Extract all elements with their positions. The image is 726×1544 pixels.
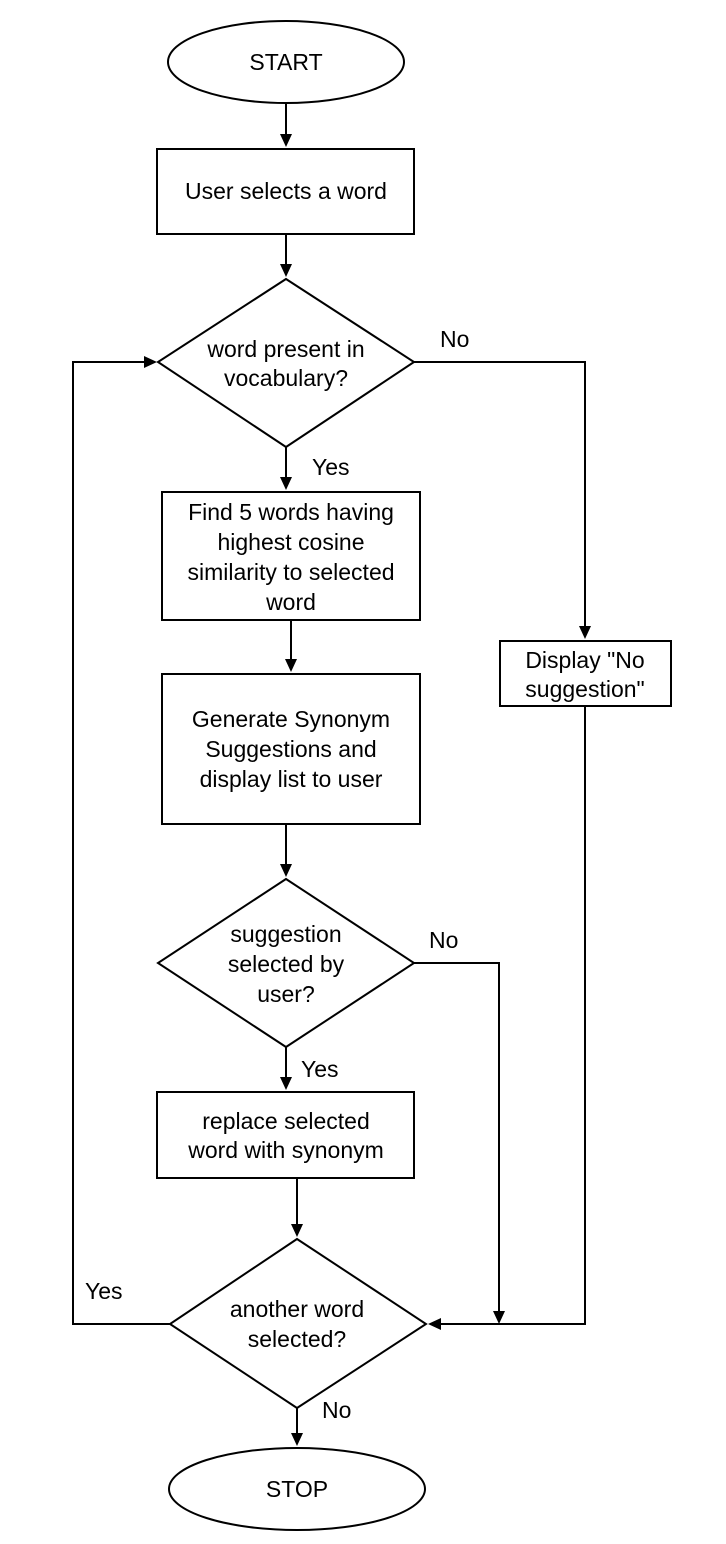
generate-label-line-2: Suggestions and — [205, 736, 376, 762]
edge-vocab-yes-to-find-arrowhead — [280, 477, 292, 490]
find-words-label-line-3: similarity to selected — [187, 559, 394, 585]
label-suggestion-yes: Yes — [301, 1056, 339, 1082]
edge-vocab-no-to-display-arrowhead — [579, 626, 591, 639]
replace-label-line-1: replace selected — [202, 1108, 370, 1134]
start-terminal-shape — [167, 20, 405, 104]
no-suggestion-label-line-2: suggestion" — [525, 676, 644, 702]
generate-label-line-1: Generate Synonym — [192, 706, 390, 732]
replace-label-line-2: word with synonym — [187, 1137, 384, 1163]
generate-process-box — [161, 673, 421, 825]
edge-suggestion-no-to-merge-arrowhead — [493, 1311, 505, 1324]
label-vocab-no: No — [440, 326, 469, 352]
stop-label: STOP — [266, 1476, 328, 1502]
edge-another-no-to-stop-arrowhead — [291, 1433, 303, 1446]
generate-label-line-3: display list to user — [200, 766, 383, 792]
another-word-label-line-2: selected? — [248, 1326, 346, 1352]
edge-select-to-vocab-check-arrowhead — [280, 264, 292, 277]
vocab-check-label-line-2: vocabulary? — [224, 365, 348, 391]
suggestion-check-label-line-2: selected by — [228, 951, 345, 977]
node-suggestion-check: suggestion selected by user? — [156, 877, 416, 1049]
find-words-process-box — [161, 491, 421, 621]
no-suggestion-label-line-1: Display "No — [525, 647, 644, 673]
node-select-word: User selects a word — [156, 148, 415, 235]
vocab-check-label-line-1: word present in — [206, 336, 364, 362]
node-start: START — [167, 20, 405, 104]
find-words-label-line-2: highest cosine — [217, 529, 364, 555]
edge-another-yes-loop — [72, 361, 170, 1325]
another-word-decision-shape — [168, 1237, 428, 1410]
edge-display-to-merge — [441, 706, 586, 1325]
edge-suggestion-no-to-merge — [414, 962, 500, 1311]
suggestion-check-label-line-3: user? — [257, 981, 315, 1007]
label-another-yes: Yes — [85, 1278, 123, 1304]
node-another-word-check: another word selected? — [168, 1237, 428, 1410]
edge-vocab-no-to-display — [414, 361, 586, 626]
edge-another-yes-loop-arrowhead — [144, 356, 157, 368]
suggestion-check-label-line-1: suggestion — [230, 921, 341, 947]
select-word-label: User selects a word — [185, 178, 387, 204]
label-suggestion-no: No — [429, 927, 458, 953]
no-suggestion-process-box — [499, 640, 672, 707]
node-stop: STOP — [168, 1447, 426, 1531]
suggestion-check-decision-shape — [156, 877, 416, 1049]
edge-labels: No Yes No Yes Yes No — [85, 326, 469, 1423]
label-another-no: No — [322, 1397, 351, 1423]
replace-process-box — [156, 1091, 415, 1179]
node-replace: replace selected word with synonym — [156, 1091, 415, 1179]
vocab-check-decision-shape — [156, 277, 416, 449]
label-vocab-yes: Yes — [312, 454, 350, 480]
node-find-words: Find 5 words having highest cosine simil… — [161, 491, 421, 621]
find-words-label-line-4: word — [265, 589, 316, 615]
edge-start-to-select-arrowhead — [280, 134, 292, 147]
node-vocab-check: word present in vocabulary? — [156, 277, 416, 449]
edge-generate-to-suggestion-check-arrowhead — [280, 864, 292, 877]
stop-terminal-shape — [168, 1447, 426, 1531]
find-words-label-line-1: Find 5 words having — [188, 499, 394, 525]
edge-merge-to-another-check-arrowhead — [428, 1318, 441, 1330]
node-no-suggestion: Display "No suggestion" — [499, 640, 672, 707]
edge-suggestion-yes-to-replace-arrowhead — [280, 1077, 292, 1090]
start-label: START — [249, 49, 322, 75]
edge-replace-to-another-check-arrowhead — [291, 1224, 303, 1237]
another-word-label-line-1: another word — [230, 1296, 364, 1322]
node-generate: Generate Synonym Suggestions and display… — [161, 673, 421, 825]
edge-find-to-generate-arrowhead — [285, 659, 297, 672]
connectors — [72, 99, 591, 1446]
select-word-process-box — [156, 148, 415, 235]
